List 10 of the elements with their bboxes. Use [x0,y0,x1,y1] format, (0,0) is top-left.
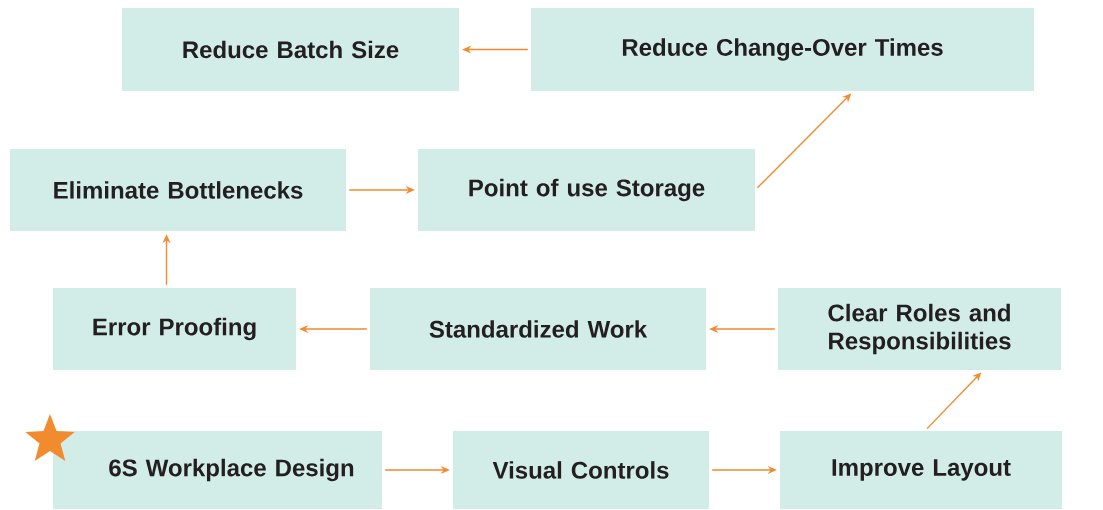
process-box: Improve Layout [780,431,1062,509]
process-box: Reduce Batch Size [122,8,459,91]
process-box: Error Proofing [53,288,296,370]
process-box: Visual Controls [453,431,709,509]
process-box: Eliminate Bottlenecks [10,149,346,231]
process-box: Point of use Storage [418,149,755,231]
process-box: Standardized Work [370,288,706,370]
process-box: Clear Roles and Responsibilities [778,288,1061,370]
process-box: 6S Workplace Design [53,431,382,509]
process-box: Reduce Change-Over Times [531,8,1034,91]
